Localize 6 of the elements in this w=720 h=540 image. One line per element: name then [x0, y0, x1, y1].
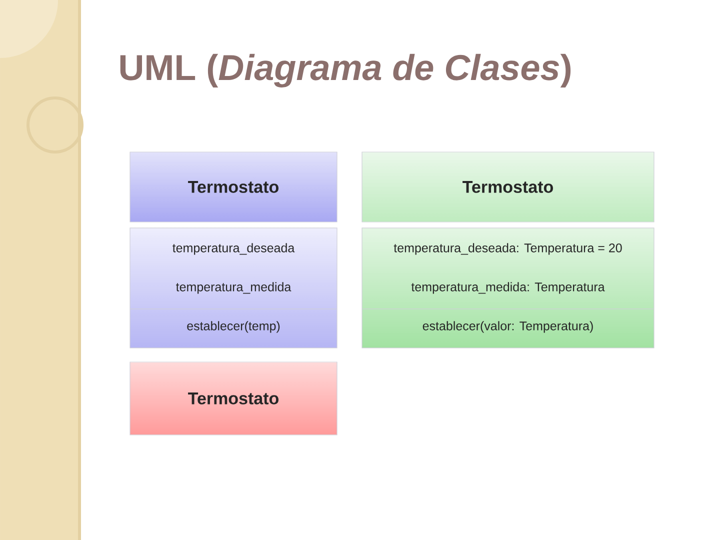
class-name-box: Termostato: [130, 362, 338, 436]
title: UML (Diagrama de Clases): [120, 54, 571, 88]
class-name-box: Termostato: [362, 152, 654, 222]
class-members-box: temperatura_deseada: Temperatura = 20 temperatura_medida: Temperatura establecer(valor: Temperatura): [362, 228, 654, 348]
class-members-box: temperatura_deseada temperatura_medida establecer(temp): [130, 228, 338, 348]
class-name-box: Termostato: [130, 152, 338, 222]
